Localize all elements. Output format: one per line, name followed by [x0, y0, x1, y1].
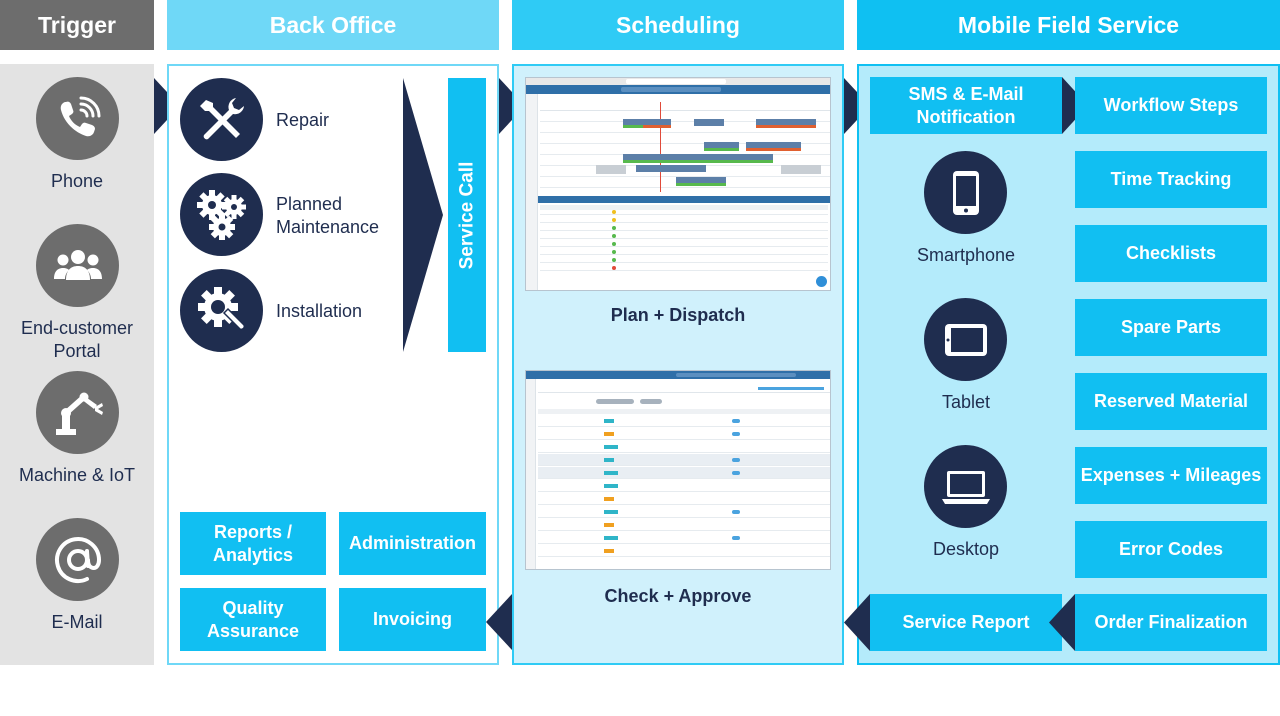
feature-time-tracking[interactable]: Time Tracking	[1075, 151, 1267, 208]
feature-reserved-material-label: Reserved Material	[1093, 391, 1249, 411]
portal-circle	[36, 224, 119, 307]
service-installation-label: Installation	[276, 301, 363, 321]
gears-icon	[196, 189, 246, 240]
service-call-bar: Service Call	[448, 78, 486, 352]
notification-box[interactable]: SMS & E-Mail Notification	[870, 77, 1062, 134]
installation-circle	[180, 269, 263, 352]
tablet-circle	[924, 298, 1007, 381]
phone-circle	[36, 77, 119, 160]
header-back-office-label: Back Office	[269, 11, 397, 38]
service-call-label: Service Call	[456, 161, 478, 269]
service-maintenance-label: Planned Maintenance	[276, 194, 380, 237]
smartphone-circle	[924, 151, 1007, 234]
feature-time-tracking-label: Time Tracking	[1110, 169, 1232, 189]
check-approve-caption: Check + Approve	[604, 586, 752, 606]
administration-box[interactable]: Administration	[339, 512, 486, 575]
feature-workflow-steps[interactable]: Workflow Steps	[1075, 77, 1267, 134]
service-report-label: Service Report	[902, 612, 1030, 632]
trigger-email-label: E-Mail	[51, 612, 103, 632]
invoicing-label: Invoicing	[372, 609, 452, 629]
tablet-icon	[944, 323, 987, 356]
reports-analytics-label: Reports / Analytics	[212, 521, 294, 565]
notification-label: SMS & E-Mail Notification	[908, 83, 1024, 127]
service-report-box[interactable]: Service Report	[870, 594, 1062, 651]
service-repair-label: Repair	[276, 110, 330, 130]
feature-spare-parts-label: Spare Parts	[1120, 317, 1222, 337]
feature-spare-parts[interactable]: Spare Parts	[1075, 299, 1267, 356]
at-sign-icon	[54, 536, 101, 583]
header-mobile-field-service: Mobile Field Service	[857, 0, 1280, 50]
feature-checklists[interactable]: Checklists	[1075, 225, 1267, 282]
administration-label: Administration	[348, 533, 476, 553]
feature-checklists-label: Checklists	[1125, 243, 1217, 263]
gear-wrench-icon	[197, 286, 245, 330]
header-scheduling-label: Scheduling	[616, 11, 740, 38]
phone-icon	[60, 96, 100, 136]
trigger-portal-label: End-customer Portal	[20, 318, 134, 361]
smartphone-icon	[952, 170, 979, 215]
maintenance-circle	[180, 173, 263, 256]
feature-workflow-steps-label: Workflow Steps	[1103, 95, 1239, 115]
feature-order-finalization-label: Order Finalization	[1094, 612, 1248, 632]
header-mobile-label: Mobile Field Service	[957, 11, 1180, 38]
plan-dispatch-caption: Plan + Dispatch	[610, 305, 746, 325]
check-approve-screenshot	[525, 370, 831, 570]
reports-analytics-box[interactable]: Reports / Analytics	[180, 512, 326, 575]
feature-order-finalization[interactable]: Order Finalization	[1075, 594, 1267, 651]
device-tablet-label: Tablet	[941, 392, 991, 412]
repair-circle	[180, 78, 263, 161]
header-trigger: Trigger	[0, 0, 154, 50]
plan-dispatch-screenshot	[525, 77, 831, 291]
arrow-scheduling-to-backoffice	[486, 594, 512, 650]
arrow-mobile-to-scheduling	[844, 594, 870, 651]
quality-assurance-box[interactable]: Quality Assurance	[180, 588, 326, 651]
quality-assurance-label: Quality Assurance	[206, 597, 300, 641]
header-scheduling: Scheduling	[512, 0, 844, 50]
header-back-office: Back Office	[167, 0, 499, 50]
header-trigger-label: Trigger	[38, 11, 116, 38]
users-icon	[53, 249, 102, 280]
device-desktop-label: Desktop	[932, 539, 1000, 559]
feature-expenses-mileages-label: Expenses + Mileages	[1080, 465, 1262, 485]
invoicing-box[interactable]: Invoicing	[339, 588, 486, 651]
machine-circle	[36, 371, 119, 454]
tools-icon	[199, 97, 244, 139]
feature-error-codes-label: Error Codes	[1118, 539, 1224, 559]
service-call-chevron	[403, 78, 443, 352]
device-smartphone-label: Smartphone	[916, 245, 1016, 265]
robot-arm-icon	[55, 392, 103, 435]
feature-reserved-material[interactable]: Reserved Material	[1075, 373, 1267, 430]
email-circle	[36, 518, 119, 601]
trigger-machine-label: Machine & IoT	[18, 465, 136, 485]
laptop-icon	[941, 470, 990, 504]
arrow-finalization-to-report	[1049, 594, 1075, 651]
feature-error-codes[interactable]: Error Codes	[1075, 521, 1267, 578]
trigger-phone-label: Phone	[50, 171, 104, 191]
desktop-circle	[924, 445, 1007, 528]
feature-expenses-mileages[interactable]: Expenses + Mileages	[1075, 447, 1267, 504]
